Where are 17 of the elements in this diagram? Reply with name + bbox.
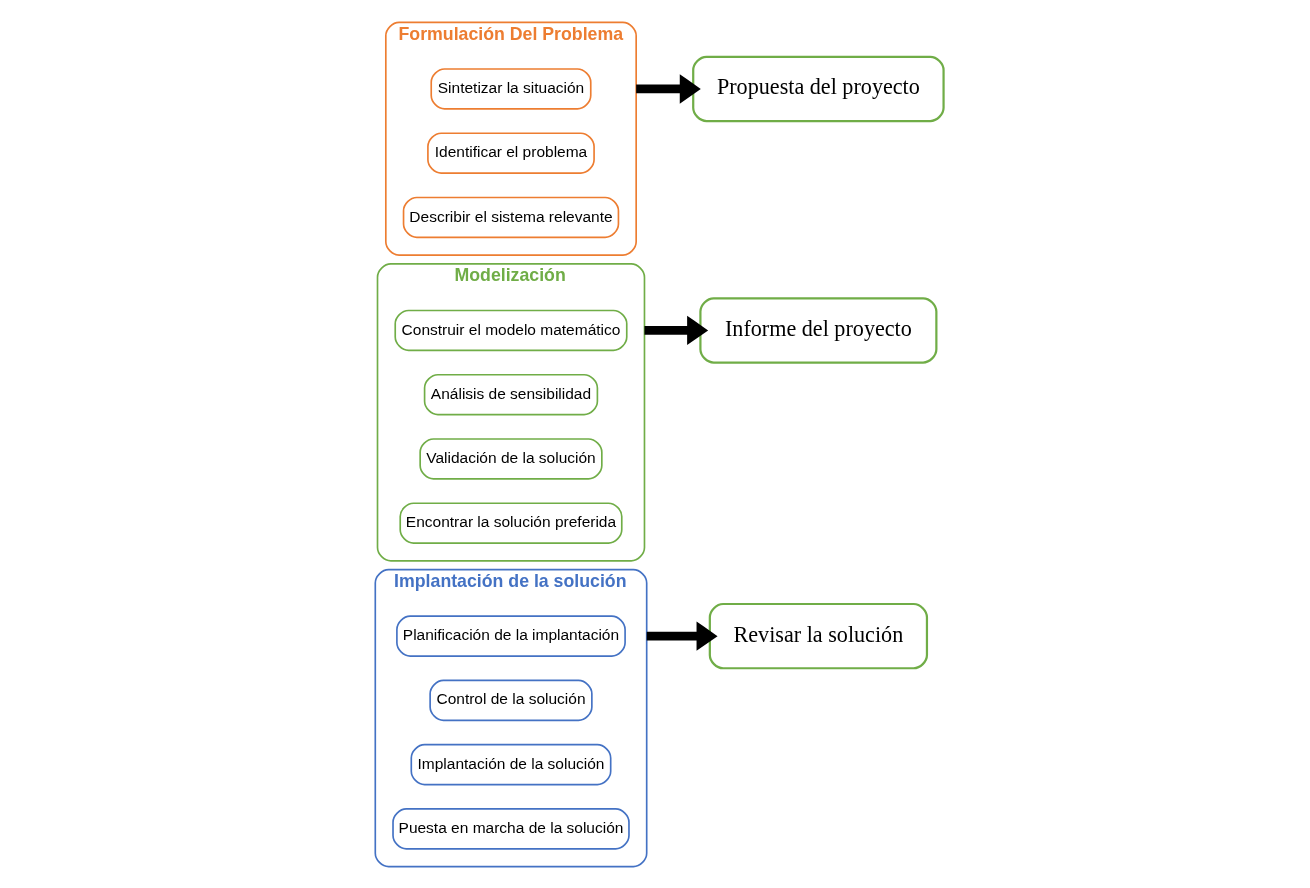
node-box: Control de la solución [429,679,593,721]
node-box: Sintetizar la situación [430,67,592,110]
arrow [644,315,709,345]
node-box: Informe del proyecto [699,296,938,364]
node-box: Implantación de la solución [410,743,612,785]
node-box: Propuesta del proyecto [692,55,945,122]
node-box: Análisis de sensibilidad [423,373,599,415]
arrow [646,620,718,651]
node-box: Describir el sistema relevante [402,196,620,238]
node-box: Validación de la solución [419,437,603,480]
node-box: Construir el modelo matemático [394,309,628,351]
node-box: Encontrar la solución preferida [399,501,623,544]
node-box: Planificación de la implantación [396,614,626,657]
node-box: Identificar el problema [427,131,595,174]
arrow [636,73,701,104]
node-box: Revisar la solución [708,602,929,669]
node-box: Puesta en marcha de la solución [392,807,630,850]
